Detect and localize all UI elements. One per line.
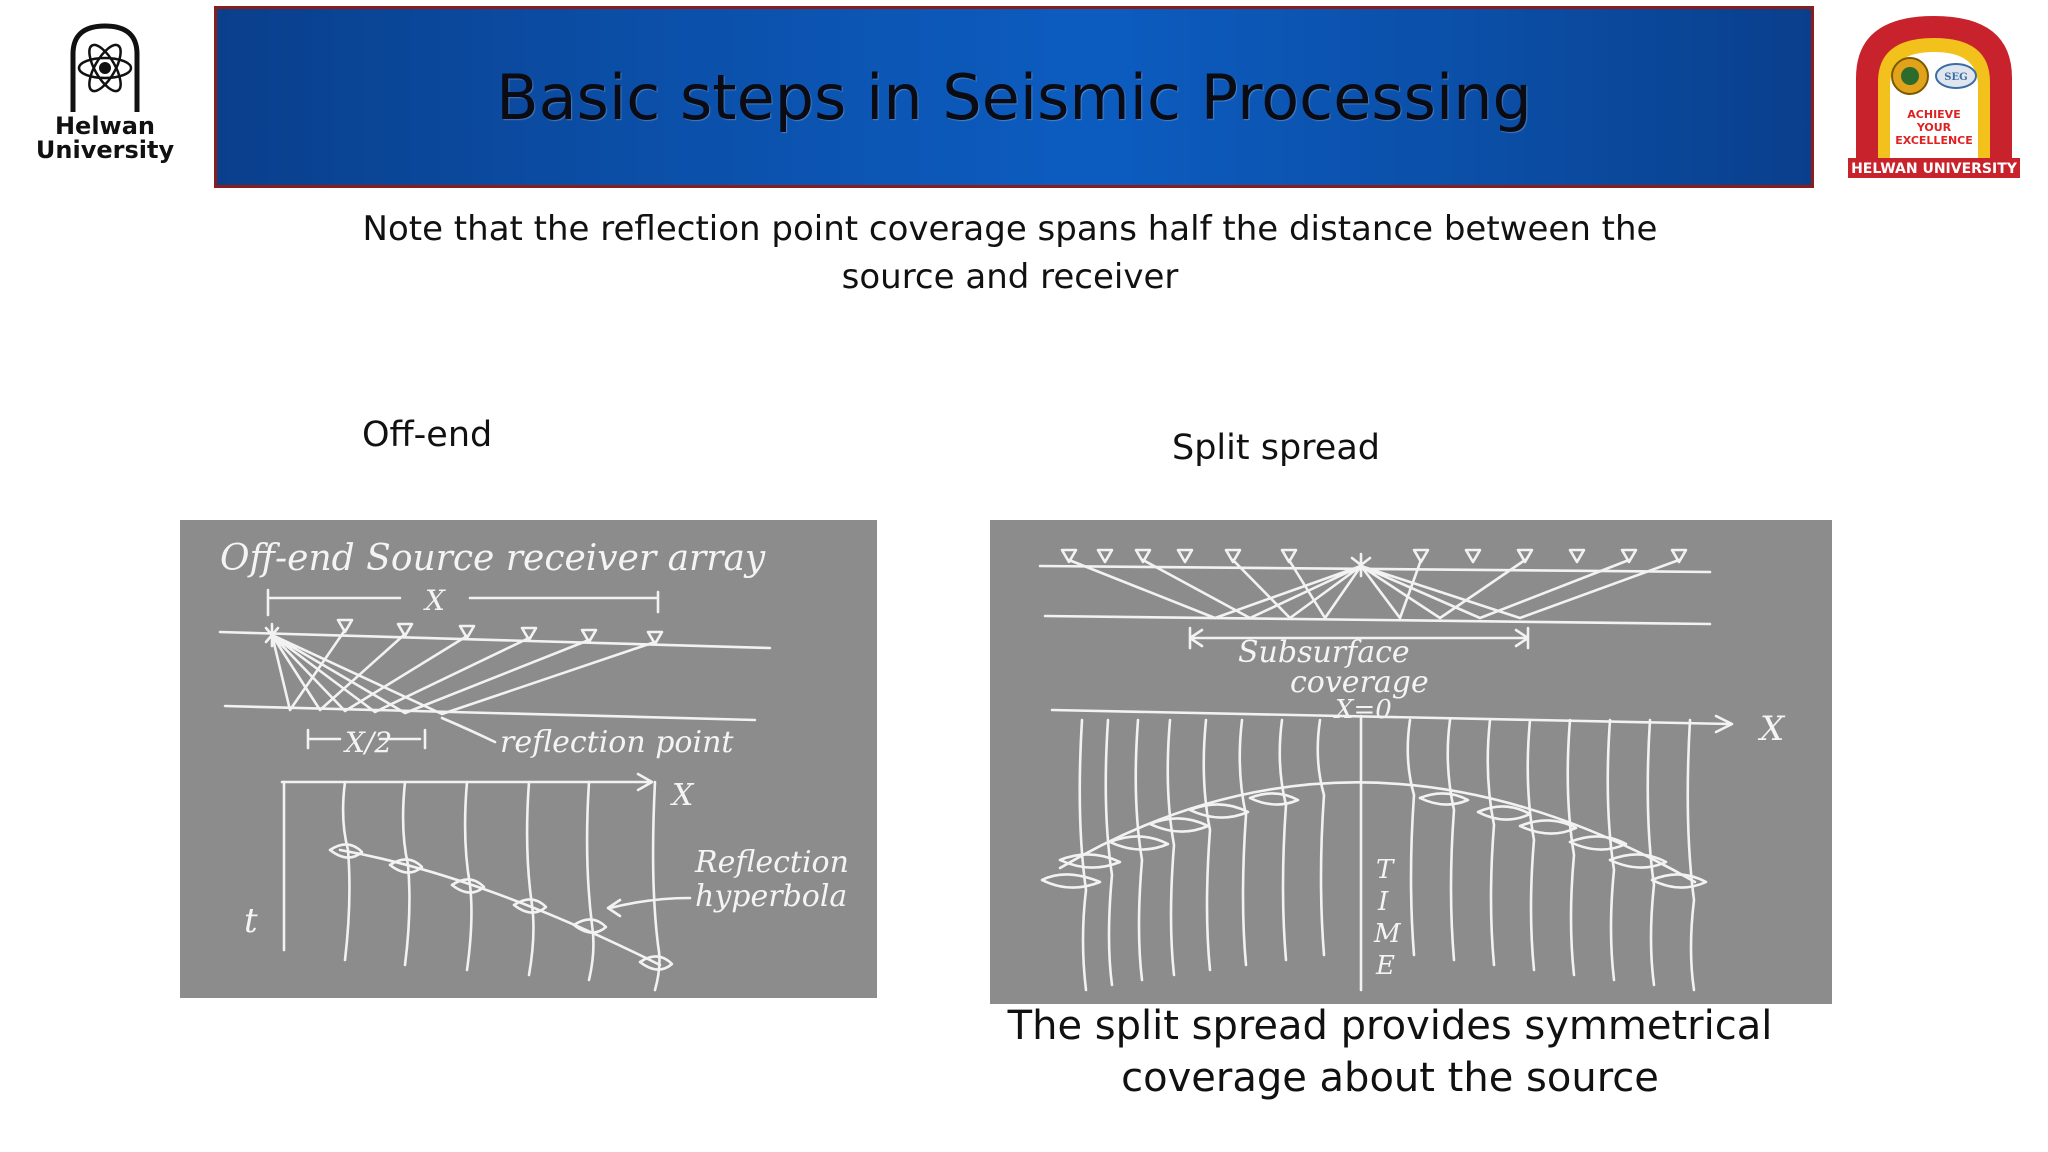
logo-footer-text: HELWAN UNIVERSITY bbox=[1851, 161, 2018, 177]
chalk-hyperbola-line1: Reflection bbox=[694, 845, 849, 880]
chalk-zero-offset: X=0 bbox=[1333, 695, 1392, 725]
atom-arch-icon bbox=[70, 23, 140, 112]
logo-name-line2: University bbox=[35, 136, 175, 164]
aapg-seg-chapter-logo: SEG ACHIEVE YOUR EXCELLENCE HELWAN UNIVE… bbox=[1844, 8, 2024, 180]
chalk-hyperbola-line2: hyperbola bbox=[695, 879, 847, 914]
note-line2: source and receiver bbox=[841, 257, 1179, 297]
chalk-title: Off-end Source receiver array bbox=[220, 538, 766, 579]
caption-line1: The split spread provides symmetrical bbox=[1007, 1003, 1773, 1049]
chalk-time-e: E bbox=[1375, 951, 1395, 981]
chalk-time-i: I bbox=[1377, 887, 1389, 917]
chalk-half-offset: X/2 bbox=[343, 726, 392, 759]
chalk-axis-x: X bbox=[1757, 709, 1786, 749]
caption-line2: coverage about the source bbox=[1121, 1055, 1659, 1101]
off-end-diagram: Off-end Source receiver array X X/2 refl… bbox=[218, 538, 849, 992]
split-spread-label: Split spread bbox=[1172, 428, 1381, 468]
off-end-label: Off-end bbox=[362, 415, 493, 455]
chalk-time-m: M bbox=[1373, 919, 1402, 949]
split-spread-caption: The split spread provides symmetrical co… bbox=[960, 1000, 1820, 1104]
motto-line2: YOUR bbox=[1916, 121, 1952, 134]
slide-title: Basic steps in Seismic Processing bbox=[496, 60, 1532, 134]
helwan-university-logo: Helwan University bbox=[30, 22, 180, 172]
seg-badge: SEG bbox=[1944, 72, 1967, 83]
chalk-reflection-point: reflection point bbox=[500, 725, 734, 760]
motto-line3: EXCELLENCE bbox=[1895, 134, 1973, 147]
chalk-coverage-line2: coverage bbox=[1290, 665, 1429, 700]
chalk-axis-x: X bbox=[670, 778, 695, 813]
split-spread-diagram: Subsurface coverage X=0 X T I M E bbox=[1038, 548, 1786, 992]
note-line1: Note that the reflection point coverage … bbox=[362, 209, 1658, 249]
split-spread-chalkboard: Subsurface coverage X=0 X T I M E bbox=[990, 520, 1832, 1004]
chalk-axis-t: t bbox=[244, 901, 258, 941]
coverage-note: Note that the reflection point coverage … bbox=[230, 205, 1790, 301]
motto-line1: ACHIEVE bbox=[1907, 108, 1960, 121]
chalk-time-t: T bbox=[1376, 855, 1395, 885]
off-end-chalkboard: Off-end Source receiver array X X/2 refl… bbox=[180, 520, 877, 998]
chalk-coverage-line1: Subsurface bbox=[1238, 635, 1410, 670]
chalk-offset-x: X bbox=[423, 584, 446, 617]
chapter-seal-icon: SEG ACHIEVE YOUR EXCELLENCE HELWAN UNIVE… bbox=[1848, 16, 2020, 178]
logo-name-line1: Helwan bbox=[54, 112, 156, 140]
title-banner: Basic steps in Seismic Processing bbox=[214, 6, 1814, 188]
